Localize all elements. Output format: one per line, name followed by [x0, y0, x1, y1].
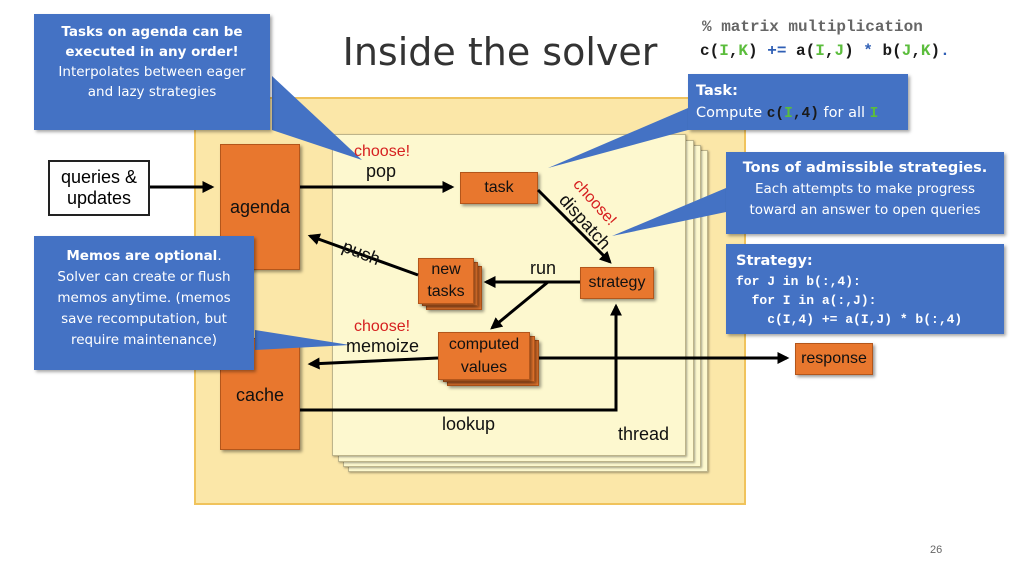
queries-updates-box: queries & updates: [48, 160, 150, 216]
callout-strategy-line-2: for I in a(:,J):: [736, 293, 877, 308]
header-code-token: +=: [767, 42, 787, 60]
arrow-push: [307, 233, 419, 277]
header-code-token: J: [834, 42, 845, 60]
callout-task-var: I: [869, 106, 879, 122]
callout-memos: Memos are optional. Solver can create or…: [34, 236, 254, 370]
queries-updates-label: queries & updates: [60, 167, 138, 208]
lookup-label: lookup: [442, 414, 496, 434]
callout-task: Task: Compute c(I,4) for all I: [688, 74, 908, 130]
agenda-label: agenda: [229, 196, 291, 217]
strategy-node: strategy: [580, 267, 654, 299]
callout-memos-period: .: [217, 248, 222, 264]
choose-memoize-label: choose!: [354, 318, 411, 335]
callout-agenda-order-text: Interpolates between eager and lazy stra…: [58, 64, 246, 100]
header-code-token: ,: [824, 42, 835, 60]
header-code-token: a(: [786, 42, 816, 60]
new-tasks-node: new tasks: [418, 258, 474, 304]
callout-task-heading: Task:: [696, 83, 738, 99]
pop-label: pop: [366, 161, 397, 181]
header-code-token: ): [748, 42, 768, 60]
callout-task-middle: for all: [818, 105, 870, 121]
callout-agenda-order-bold: Tasks on agenda can be executed in any o…: [61, 24, 243, 60]
cache-label: cache: [235, 385, 285, 405]
header-code-token: b(: [872, 42, 902, 60]
pointer-task: [548, 108, 688, 168]
computed-values-label: computed values: [448, 336, 520, 376]
callout-strategy-line-3: c(I,4) += a(I,J) * b(:,4): [736, 312, 963, 327]
task-node: task: [460, 172, 538, 204]
header-code-token: K: [920, 42, 931, 60]
arrow-memoize: [307, 356, 439, 370]
header-code-token: J: [901, 42, 912, 60]
run-label: run: [530, 258, 557, 278]
header-code-token: ): [844, 42, 864, 60]
header-code-token: I: [719, 42, 729, 60]
header-code-token: ): [930, 42, 941, 60]
callout-strategy-line-1: for J in b(:,4):: [736, 274, 861, 289]
header-code-token: ,: [728, 42, 739, 60]
strategy-node-label: strategy: [588, 274, 646, 291]
pointer-memos: [255, 330, 350, 350]
computed-values-node: computed values: [438, 332, 530, 380]
callout-agenda-order: Tasks on agenda can be executed in any o…: [34, 14, 270, 130]
callout-task-prefix: Compute: [696, 105, 767, 121]
task-code-token: ,4): [792, 106, 819, 122]
thread-label: thread: [618, 424, 670, 444]
callout-memos-bold: Memos are optional: [66, 248, 218, 264]
arrow-dispatch: [536, 188, 612, 264]
header-code-token: ,: [911, 42, 921, 60]
pointer-agenda-order: [272, 76, 362, 160]
header-code-line: c(I,K) += a(I,J) * b(J,K).: [700, 42, 950, 60]
slide-title: Inside the solver: [342, 30, 658, 74]
header-code-token: *: [863, 42, 873, 60]
header-code-token: K: [738, 42, 749, 60]
callout-task-code: c(I,4): [767, 106, 819, 122]
task-code-token: I: [784, 106, 793, 122]
response-label: response: [801, 350, 867, 367]
callout-strategies: Tons of admissible strategies. Each atte…: [726, 152, 1004, 234]
pointer-strategies: [612, 188, 726, 236]
response-node: response: [795, 343, 873, 375]
callout-strategies-text: Each attempts to make progress toward an…: [749, 181, 981, 218]
page-number: 26: [930, 544, 943, 556]
arrow-lookup: [300, 303, 622, 412]
callout-strategy: Strategy: for J in b(:,4): for I in a(:,…: [726, 244, 1004, 334]
callout-strategy-heading: Strategy:: [736, 253, 813, 269]
memoize-label: memoize: [346, 336, 420, 356]
choose-pop-label: choose!: [354, 143, 411, 160]
arrow-run-computed: [490, 280, 549, 330]
task-node-label: task: [484, 179, 514, 196]
header-code-comment: % matrix multiplication: [702, 18, 923, 36]
callout-strategies-bold: Tons of admissible strategies.: [742, 160, 988, 176]
header-code-token: c(: [700, 42, 720, 60]
header-code-token: I: [815, 42, 825, 60]
header-code-token: .: [940, 42, 950, 60]
callout-memos-text: Solver can create or flush memos anytime…: [57, 269, 231, 348]
new-tasks-label: new tasks: [427, 261, 465, 300]
task-code-token: c(: [766, 106, 785, 122]
